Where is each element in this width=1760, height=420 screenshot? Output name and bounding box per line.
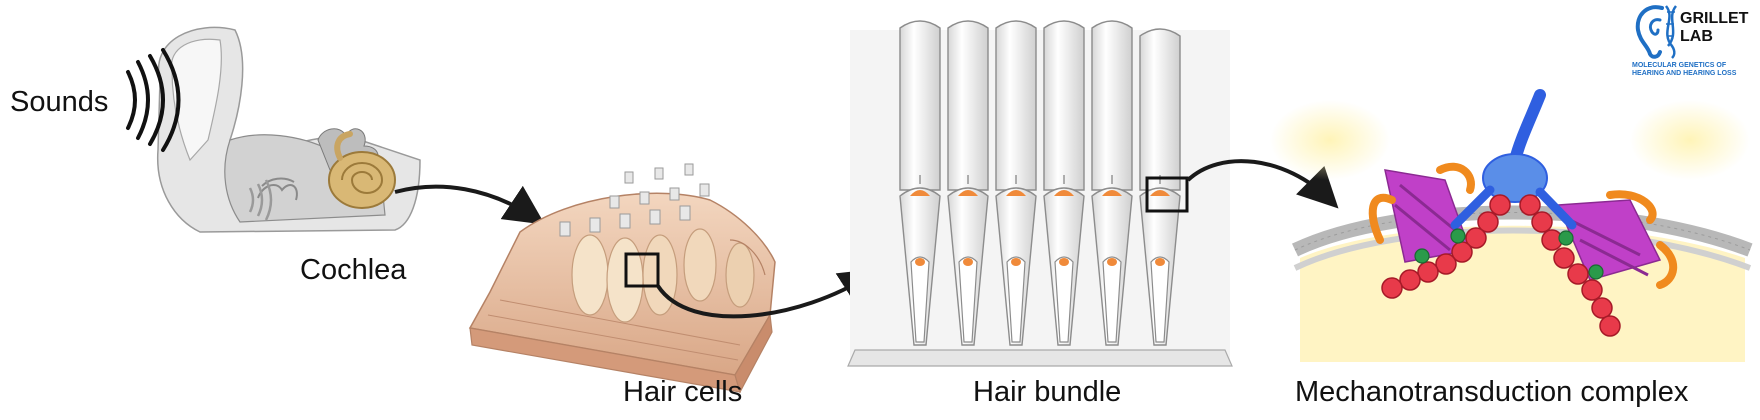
arrow-hair-bundle-to-complex (1186, 159, 1339, 209)
grillet-lab-logo: GRILLET LAB MOLECULAR GENETICS OF HEARIN… (1632, 2, 1756, 82)
logo-subtitle-line2: HEARING AND HEARING LOSS (1632, 70, 1737, 77)
stereocilium (1139, 28, 1181, 346)
logo-name-line2: LAB (1680, 28, 1713, 45)
mechanotransduction-complex-label: Mechanotransduction complex (1295, 376, 1689, 408)
hair-cells-zoom-box (624, 252, 660, 288)
cochlea-label: Cochlea (300, 254, 407, 286)
logo-name: GRILLET LAB (1680, 10, 1750, 46)
logo-subtitle-line1: MOLECULAR GENETICS OF (1632, 62, 1727, 69)
hair-cells-label: Hair cells (623, 376, 743, 408)
stereocilium (899, 20, 941, 346)
hair-cells-illustration (468, 163, 776, 394)
mechanotransduction-complex-illustration (1270, 89, 1753, 362)
sound-waves (126, 48, 273, 221)
stereocilium (1091, 20, 1133, 346)
stereocilium (947, 20, 989, 346)
cochlea-shell (328, 131, 396, 209)
hair-bundle-label: Hair bundle (973, 376, 1122, 408)
arrow-cochlea-to-hair-cells (394, 184, 545, 225)
hair-bundle-illustration (847, 20, 1233, 367)
stereocilium (995, 20, 1037, 346)
ear-dna-logo-icon (1635, 5, 1678, 59)
stereocilium (1043, 20, 1085, 346)
arrow-hair-cells-to-hair-bundle (656, 268, 881, 319)
logo-name-line1: GRILLET (1680, 10, 1749, 27)
sounds-label: Sounds (10, 86, 109, 118)
hair-bundle-zoom-box (1145, 176, 1189, 213)
logo-subtitle: MOLECULAR GENETICS OF HEARING AND HEARIN… (1632, 62, 1756, 78)
